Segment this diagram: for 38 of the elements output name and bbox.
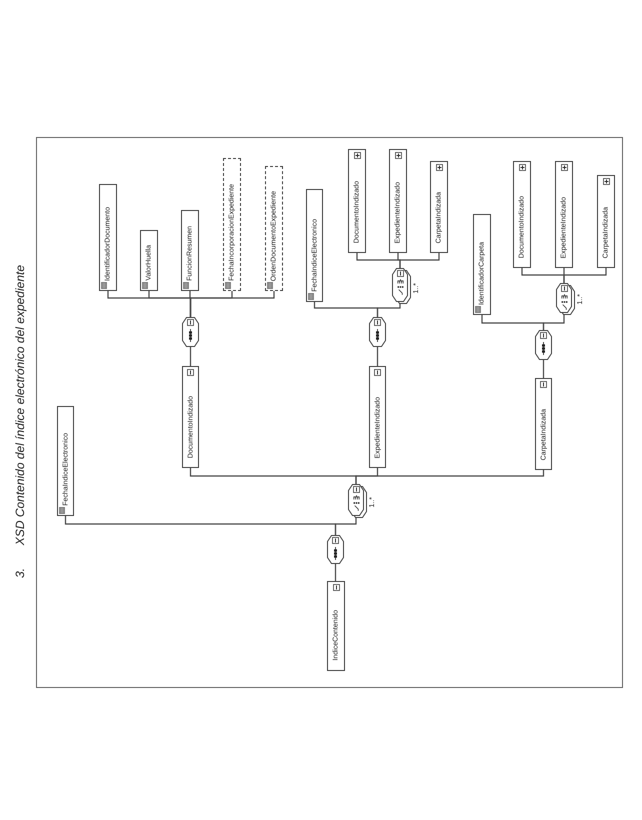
compositor-node <box>535 330 552 360</box>
compositor-node <box>556 283 575 315</box>
connector-line <box>334 516 357 535</box>
connector-line <box>542 313 565 330</box>
element-box <box>223 158 241 291</box>
element-box <box>99 184 117 291</box>
element-box <box>140 230 158 291</box>
compositor-node <box>182 317 199 347</box>
connector-line <box>542 360 544 378</box>
element-box <box>57 406 74 516</box>
element-box <box>369 366 386 468</box>
connector-line <box>376 302 401 317</box>
element-box <box>348 149 366 253</box>
element-box <box>535 378 552 470</box>
diagram-title: XSD Contenido del índice electrónico del expediente <box>14 264 26 545</box>
connector-line <box>355 470 544 484</box>
connector-line <box>334 564 336 581</box>
connector-line <box>190 291 275 317</box>
element-box <box>389 149 407 253</box>
connector-line <box>399 253 440 268</box>
element-box <box>327 581 345 671</box>
element-box <box>306 189 323 302</box>
connector-line <box>190 347 192 366</box>
element-box <box>181 210 199 291</box>
element-box <box>597 175 615 268</box>
element-box <box>513 161 531 268</box>
compositor-node <box>392 268 411 304</box>
compositor-node <box>348 484 367 518</box>
connector-line <box>563 268 607 283</box>
section-number: 3. <box>14 568 26 578</box>
element-box <box>265 166 283 291</box>
element-box <box>555 161 573 268</box>
element-box <box>182 366 199 468</box>
compositor-node <box>327 535 344 564</box>
element-box <box>473 214 491 315</box>
element-box <box>430 161 448 253</box>
compositor-node <box>369 317 386 347</box>
connector-line <box>376 347 378 366</box>
